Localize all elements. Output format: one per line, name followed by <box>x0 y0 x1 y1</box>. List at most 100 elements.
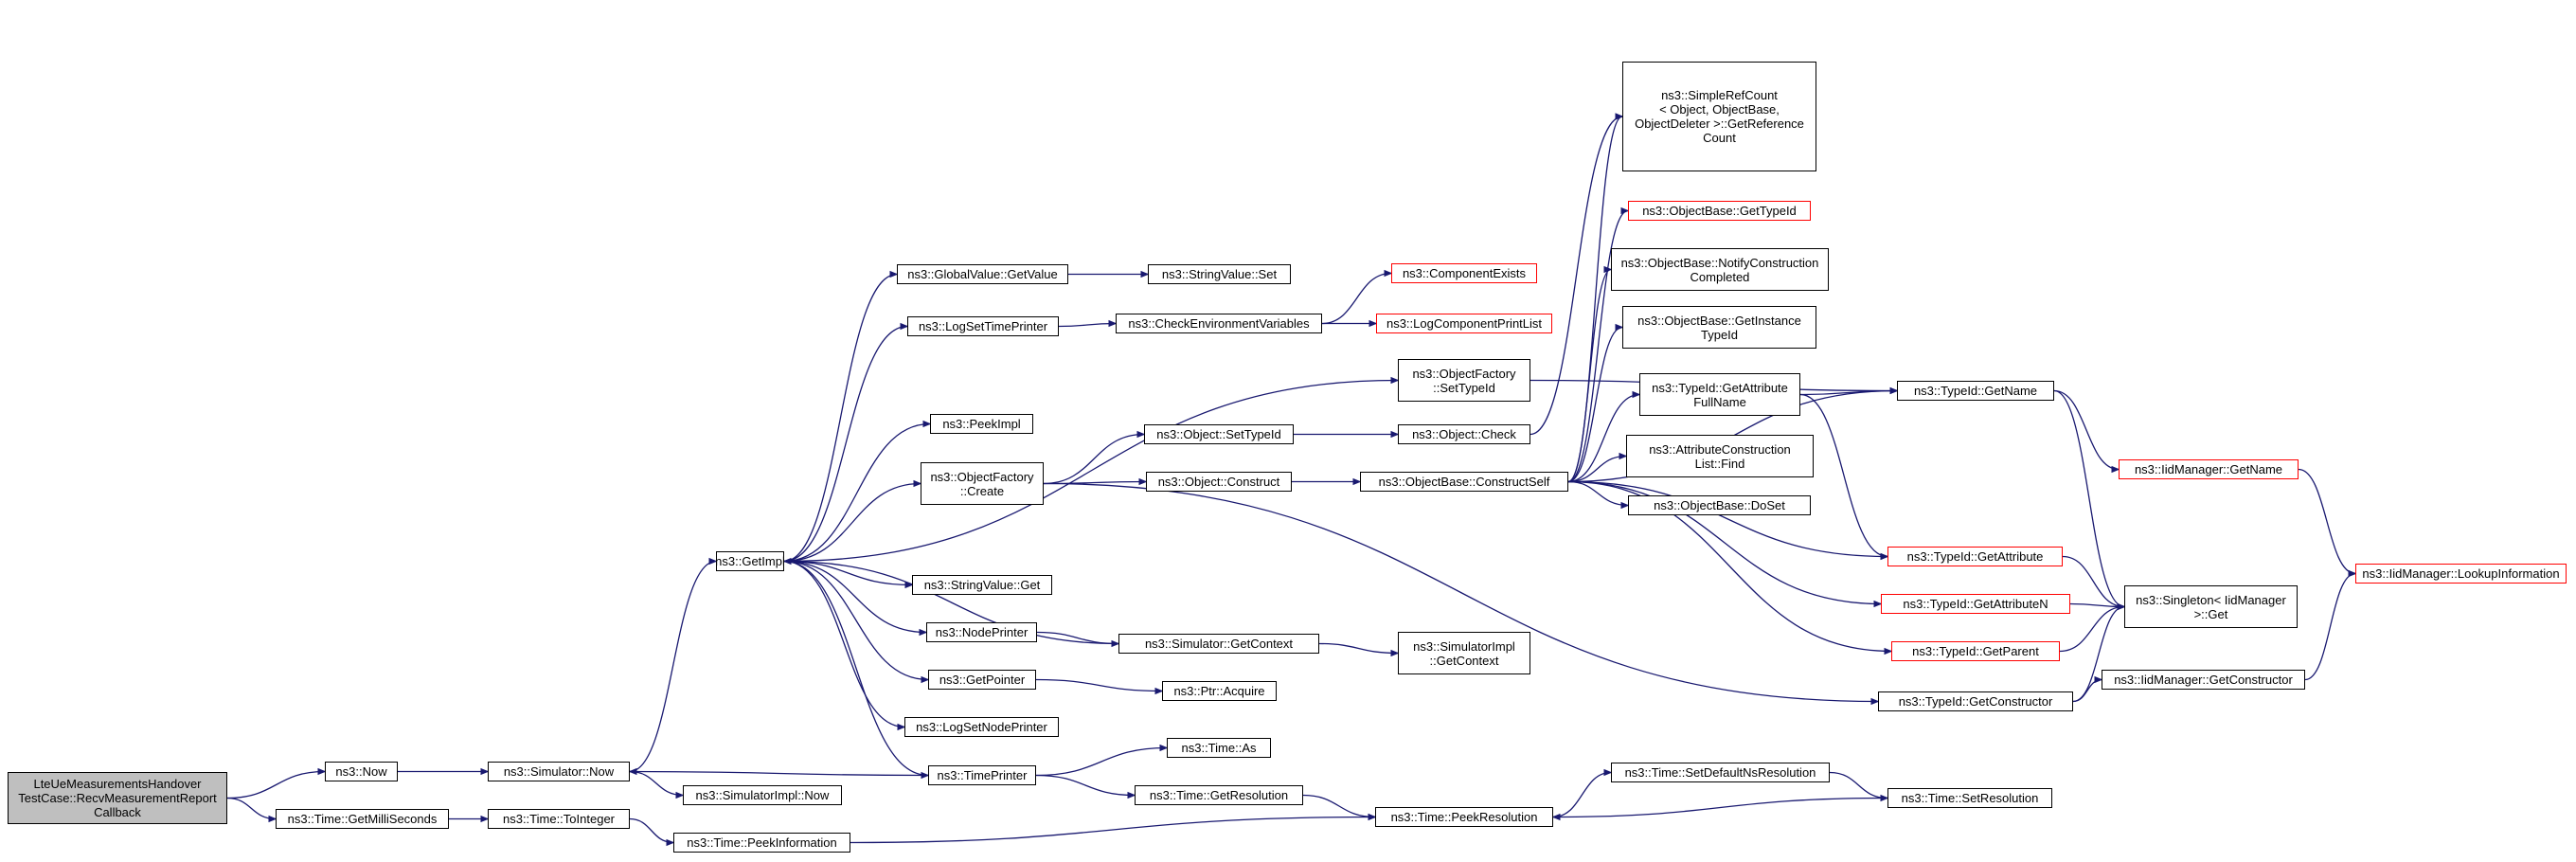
node-logsettp[interactable]: ns3::LogSetTimePrinter <box>907 316 1059 336</box>
node-logcpl[interactable]: ns3::LogComponentPrintList <box>1376 314 1552 333</box>
edge-obconstructself-to-tidgetparent <box>1567 480 1891 652</box>
edge-getpointer-to-ptracquire <box>1035 678 1162 691</box>
edge-toint-to-peekinfo <box>629 817 673 843</box>
edge-iidgetname-to-iidlookup <box>2298 468 2355 574</box>
edge-root-to-now <box>226 772 325 799</box>
edge-simgetctx-to-simimplgetctx <box>1318 642 1398 654</box>
edge-getimpl-to-getpointer <box>783 560 928 680</box>
edge-obconstructself-to-obnotify <box>1567 270 1611 483</box>
edge-tidgetattrfull-to-tidgetattr <box>1799 393 1887 557</box>
node-obnotify[interactable]: ns3::ObjectBase::NotifyConstruction Comp… <box>1611 248 1829 291</box>
node-ptracquire[interactable]: ns3::Ptr::Acquire <box>1162 681 1277 701</box>
edge-checkenv-to-compexists <box>1321 274 1391 325</box>
node-checkenv[interactable]: ns3::CheckEnvironmentVariables <box>1116 314 1322 333</box>
edge-getimpl-to-peekimpl <box>783 424 930 563</box>
node-simimplnow[interactable]: ns3::SimulatorImpl::Now <box>683 785 842 805</box>
edge-tidgetname-to-iidgetname <box>2053 389 2119 470</box>
edge-simnow-to-simimplnow <box>629 770 683 796</box>
edge-timeprinter-to-simnow <box>630 772 929 777</box>
node-simnow[interactable]: ns3::Simulator::Now <box>488 762 630 781</box>
node-getres[interactable]: ns3::Time::GetResolution <box>1135 785 1303 805</box>
edge-logsettp-to-checkenv <box>1058 324 1116 327</box>
node-getms[interactable]: ns3::Time::GetMilliSeconds <box>276 809 449 829</box>
edge-getimpl-to-gvgetvalue <box>783 275 897 563</box>
node-objcheck[interactable]: ns3::Object::Check <box>1398 424 1530 444</box>
node-tidgetattrfull[interactable]: ns3::TypeId::GetAttribute FullName <box>1639 373 1800 416</box>
edge-timeprinter-to-timeas <box>1035 748 1167 777</box>
node-ofcreate[interactable]: ns3::ObjectFactory ::Create <box>921 462 1044 505</box>
node-obgettid[interactable]: ns3::ObjectBase::GetTypeId <box>1628 201 1811 221</box>
edge-ofcreate-to-tidgetctor <box>1043 482 1878 702</box>
node-getpointer[interactable]: ns3::GetPointer <box>928 670 1036 690</box>
node-iidlookup[interactable]: ns3::IidManager::LookupInformation <box>2355 564 2567 584</box>
edge-ofcreate-to-objsettid <box>1043 435 1144 485</box>
node-acl[interactable]: ns3::AttributeConstruction List::Find <box>1626 435 1814 477</box>
edge-getimpl-to-nodeprinter <box>783 560 926 633</box>
node-peekimpl[interactable]: ns3::PeekImpl <box>930 414 1033 434</box>
node-tidgetattr[interactable]: ns3::TypeId::GetAttribute <box>1887 547 2063 566</box>
edge-obconstructself-to-tidgetattrn <box>1567 480 1881 604</box>
node-svset[interactable]: ns3::StringValue::Set <box>1148 264 1291 284</box>
edge-tidgetattr-to-singleton <box>2062 555 2124 607</box>
edge-setres-to-peekres <box>1553 797 1888 817</box>
edge-getimpl-to-ofcreate <box>783 484 921 563</box>
edge-obconstructself-to-acl <box>1567 457 1626 483</box>
edge-obconstructself-to-simplerefcount <box>1567 117 1622 483</box>
node-svget[interactable]: ns3::StringValue::Get <box>912 575 1052 595</box>
node-tidgetname[interactable]: ns3::TypeId::GetName <box>1897 381 2054 401</box>
edge-objcheck-to-simplerefcount <box>1530 117 1622 436</box>
edge-getimpl-to-ofsettid <box>783 381 1398 563</box>
node-objconstruct[interactable]: ns3::Object::Construct <box>1146 472 1292 492</box>
node-iidgetctor[interactable]: ns3::IidManager::GetConstructor <box>2102 670 2305 690</box>
node-peekres[interactable]: ns3::Time::PeekResolution <box>1375 807 1553 827</box>
node-toint[interactable]: ns3::Time::ToInteger <box>488 809 630 829</box>
node-logsetnp[interactable]: ns3::LogSetNodePrinter <box>904 717 1059 737</box>
node-obdoset[interactable]: ns3::ObjectBase::DoSet <box>1628 495 1811 515</box>
node-simplerefcount[interactable]: ns3::SimpleRefCount < Object, ObjectBase… <box>1622 62 1816 171</box>
edge-iidgetctor-to-iidlookup <box>2304 574 2355 681</box>
edge-simnow-to-getimpl <box>629 562 716 773</box>
node-nodeprinter[interactable]: ns3::NodePrinter <box>926 622 1037 642</box>
node-obgetinst[interactable]: ns3::ObjectBase::GetInstance TypeId <box>1622 306 1816 349</box>
edge-timeprinter-to-getres <box>1035 774 1135 796</box>
node-objsettid[interactable]: ns3::Object::SetTypeId <box>1144 424 1294 444</box>
edge-getimpl-to-timeprinter <box>783 560 928 776</box>
node-obconstructself[interactable]: ns3::ObjectBase::ConstructSelf <box>1360 472 1568 492</box>
node-timeas[interactable]: ns3::Time::As <box>1167 738 1271 758</box>
edge-getimpl-to-logsettp <box>783 327 907 563</box>
node-ofsettid[interactable]: ns3::ObjectFactory ::SetTypeId <box>1398 359 1530 402</box>
edge-simgetctx-to-getimpl <box>784 562 1119 645</box>
edge-tidgetparent-to-singleton <box>2059 607 2124 653</box>
node-root: LteUeMeasurementsHandover TestCase::Recv… <box>8 772 227 824</box>
edge-obconstructself-to-tidgetattr <box>1567 480 1887 557</box>
node-timeprinter[interactable]: ns3::TimePrinter <box>928 765 1036 785</box>
edge-tidgetname-to-singleton <box>2053 389 2124 607</box>
node-now[interactable]: ns3::Now <box>325 762 398 781</box>
node-setdefres[interactable]: ns3::Time::SetDefaultNsResolution <box>1611 763 1830 782</box>
edge-root-to-getms <box>226 797 276 819</box>
edge-tidgetattrfull-to-tidgetname <box>1799 391 1897 396</box>
edge-obconstructself-to-tidgetattrfull <box>1567 395 1639 483</box>
node-gvgetvalue[interactable]: ns3::GlobalValue::GetValue <box>897 264 1068 284</box>
node-tidgetctor[interactable]: ns3::TypeId::GetConstructor <box>1878 691 2073 711</box>
edge-tidgetctor-to-singleton <box>2072 607 2124 703</box>
edge-getimpl-to-logsetnp <box>783 560 904 727</box>
edge-getres-to-peekres <box>1302 794 1375 817</box>
node-iidgetname[interactable]: ns3::IidManager::GetName <box>2119 459 2299 479</box>
edge-obconstructself-to-obgettid <box>1567 211 1628 483</box>
node-simgetctx[interactable]: ns3::Simulator::GetContext <box>1118 634 1319 654</box>
node-compexists[interactable]: ns3::ComponentExists <box>1391 263 1537 283</box>
edge-peekinfo-to-peekres <box>850 817 1375 844</box>
edge-tidgetctor-to-iidgetctor <box>2072 680 2102 703</box>
node-getimpl[interactable]: ns3::GetImpl <box>715 551 785 571</box>
edge-peekres-to-setdefres <box>1552 773 1611 818</box>
node-peekinfo[interactable]: ns3::Time::PeekInformation <box>673 833 850 853</box>
node-tidgetattrn[interactable]: ns3::TypeId::GetAttributeN <box>1881 594 2070 614</box>
node-setres[interactable]: ns3::Time::SetResolution <box>1887 788 2052 808</box>
node-singleton[interactable]: ns3::Singleton< IidManager >::Get <box>2124 585 2298 628</box>
node-tidgetparent[interactable]: ns3::TypeId::GetParent <box>1891 641 2060 661</box>
node-simimplgetctx[interactable]: ns3::SimulatorImpl ::GetContext <box>1398 632 1530 674</box>
edge-obconstructself-to-obgetinst <box>1567 328 1622 483</box>
edge-setdefres-to-setres <box>1829 771 1887 799</box>
